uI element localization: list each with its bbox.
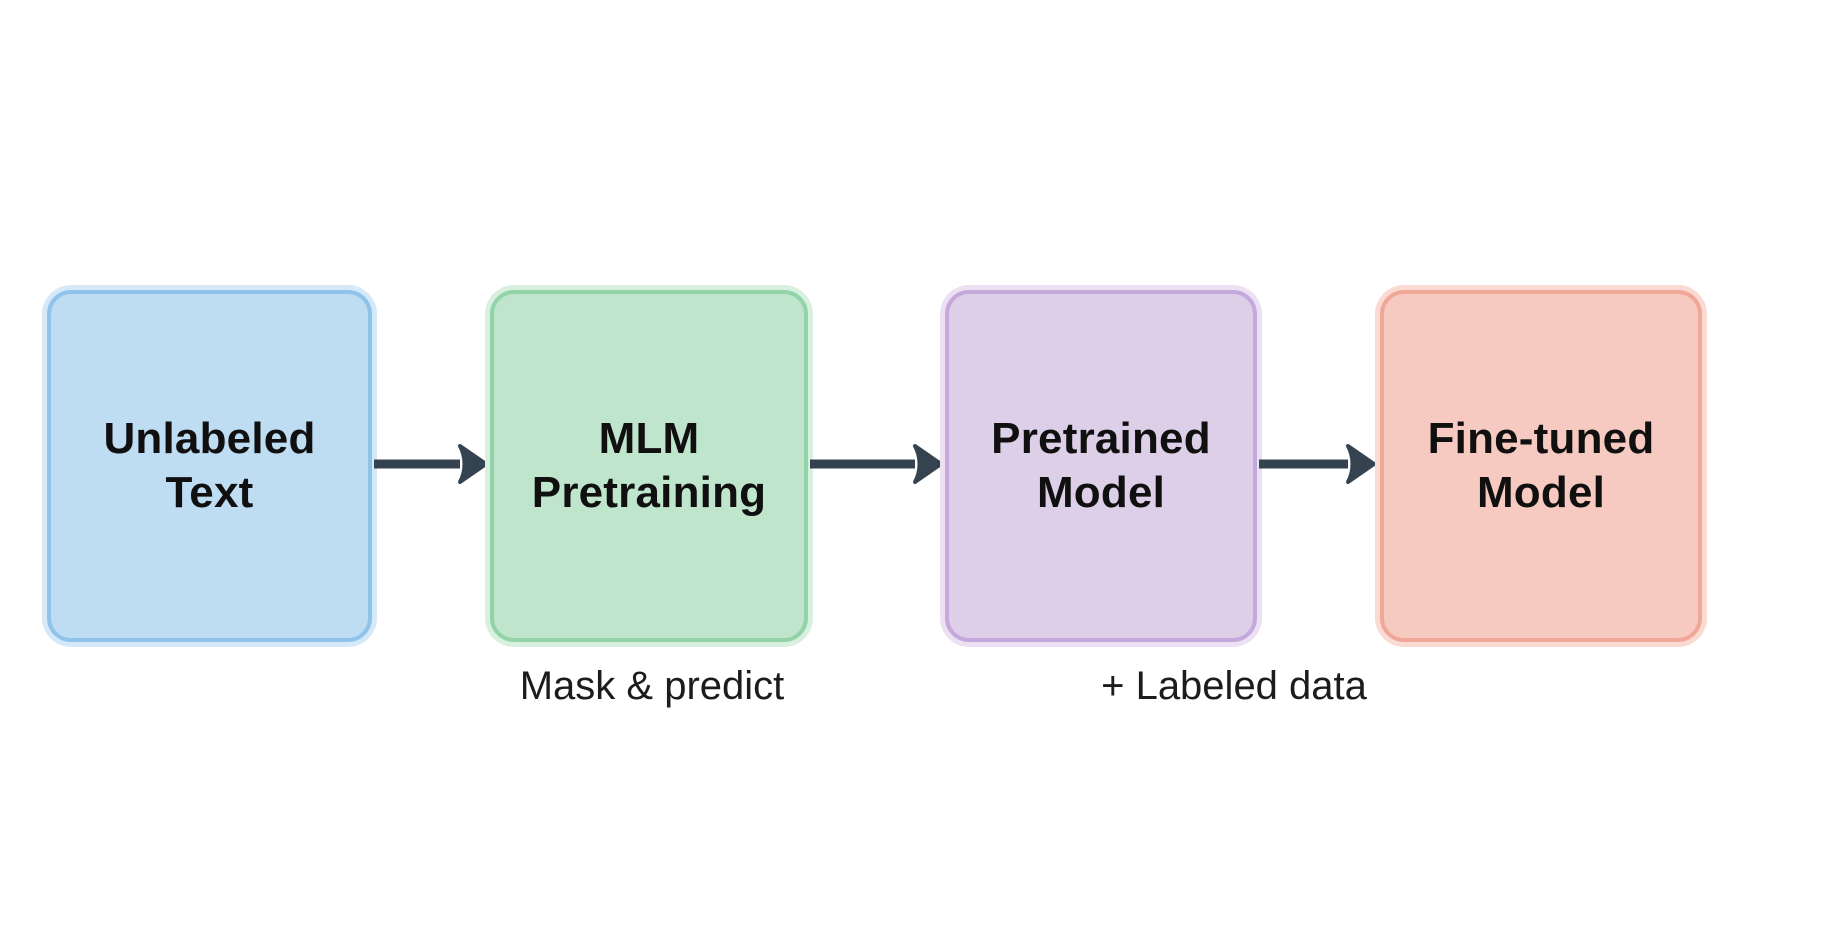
annotation-labeled-data: + Labeled data bbox=[1101, 664, 1367, 708]
node-label-line: Text bbox=[165, 468, 254, 517]
node-unlabeled-text-label: Unlabeled Text bbox=[103, 412, 315, 520]
node-pretrained-model: Pretrained Model bbox=[945, 290, 1257, 642]
node-label-line: Model bbox=[1476, 468, 1606, 517]
node-label-line: Pretraining bbox=[531, 468, 767, 517]
node-label-line: Pretrained bbox=[991, 414, 1211, 463]
node-label-line: Unlabeled bbox=[103, 414, 316, 463]
node-mlm-pretraining-label: MLM Pretraining bbox=[532, 412, 766, 520]
node-pretrained-model-label: Pretrained Model bbox=[991, 412, 1211, 520]
node-label-line: MLM bbox=[598, 414, 700, 463]
node-label-line: Model bbox=[1036, 468, 1166, 517]
arrow-icon bbox=[1259, 444, 1376, 484]
annotation-mask-predict: Mask & predict bbox=[519, 664, 785, 708]
arrow-icon bbox=[374, 444, 488, 484]
arrow-icon bbox=[810, 444, 943, 484]
node-label-line: Fine-tuned bbox=[1427, 414, 1655, 463]
node-unlabeled-text: Unlabeled Text bbox=[47, 290, 372, 642]
node-fine-tuned-model-label: Fine-tuned Model bbox=[1428, 412, 1655, 520]
node-fine-tuned-model: Fine-tuned Model bbox=[1380, 290, 1702, 642]
node-mlm-pretraining: MLM Pretraining bbox=[490, 290, 808, 642]
